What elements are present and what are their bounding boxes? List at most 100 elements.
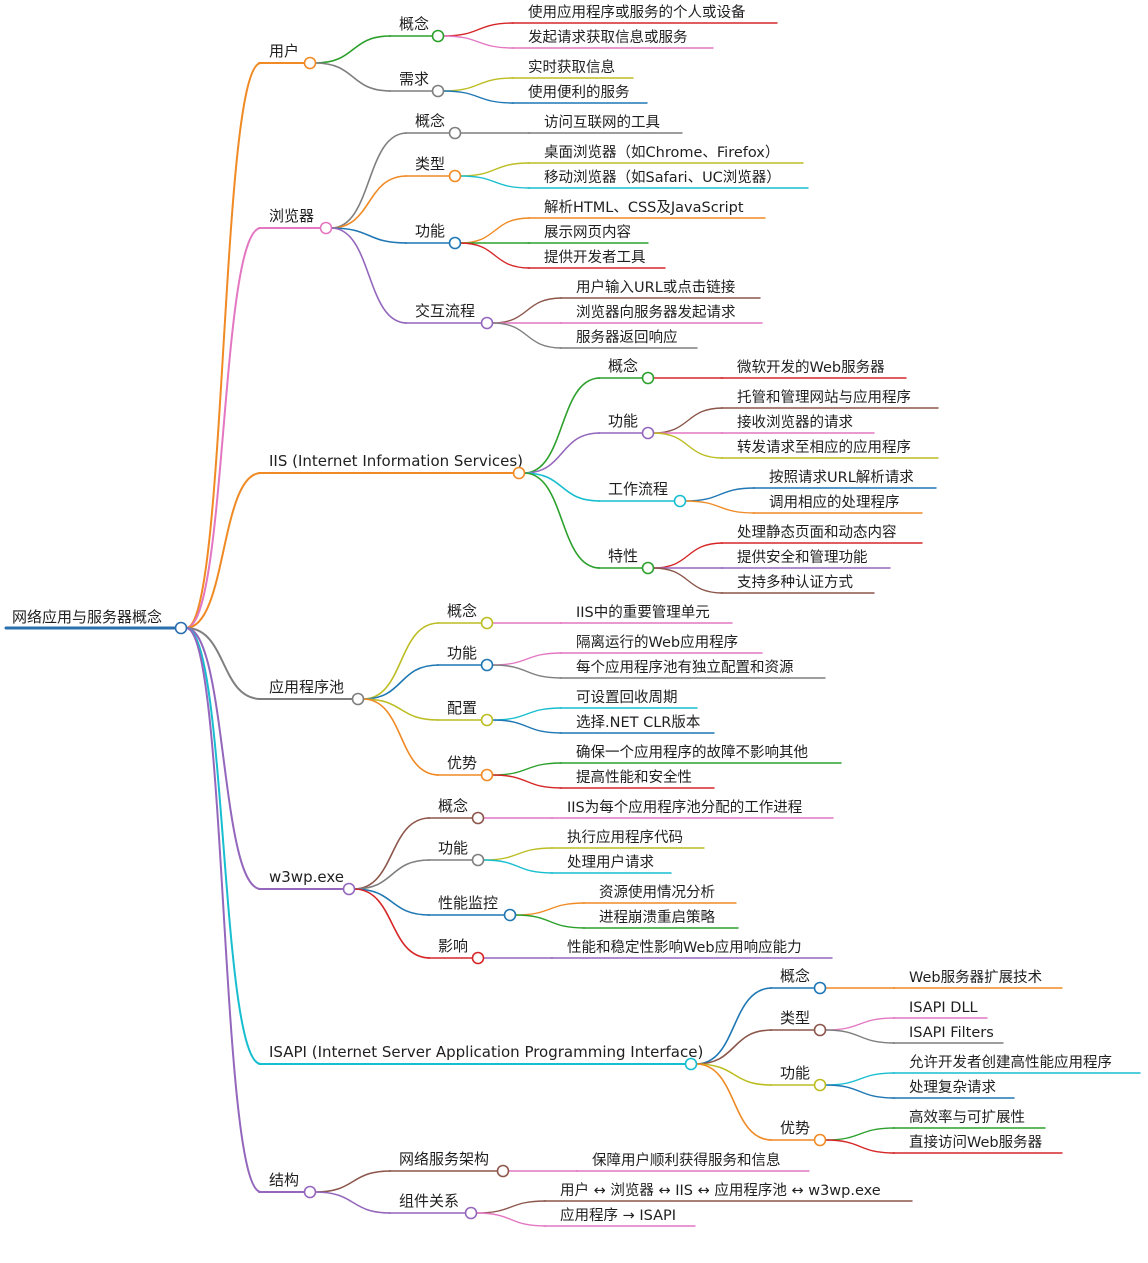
sub-branch-node-circle[interactable] (431, 29, 445, 43)
sub-branch-label: 概念 (399, 15, 429, 33)
leaf-label: 用户输入URL或点击链接 (576, 279, 735, 296)
branch-node-circle[interactable] (319, 221, 333, 235)
mindmap-node-circles (174, 29, 827, 1220)
sub-branch-node-circle[interactable] (813, 1078, 827, 1092)
sub-branch-node-circle[interactable] (503, 908, 517, 922)
sub-branch-node-circle[interactable] (496, 1164, 510, 1178)
branch-label: 用户 (269, 42, 299, 60)
leaf-edge (824, 1127, 896, 1141)
branch-node-circle[interactable] (684, 1057, 698, 1071)
leaf-edge (482, 859, 554, 874)
leaf-edge (652, 567, 724, 594)
sub-branch-label: 概念 (415, 112, 445, 130)
leaf-label: 浏览器向服务器发起请求 (576, 304, 736, 321)
sub-branch-node-circle[interactable] (813, 1023, 827, 1037)
sub-branch-edge (353, 817, 431, 890)
sub-branch-edge (330, 175, 408, 229)
branch-edge (185, 627, 262, 700)
branch-node-circle[interactable] (342, 882, 356, 896)
leaf-edge (491, 707, 563, 721)
sub-branch-node-circle[interactable] (431, 84, 445, 98)
sub-branch-node-circle[interactable] (641, 371, 655, 385)
sub-branch-label: 影响 (438, 937, 468, 955)
leaf-label: 发起请求获取信息或服务 (528, 29, 688, 46)
sub-branch-edge (353, 888, 431, 959)
sub-branch-edge (362, 698, 440, 776)
root-node-circle[interactable] (174, 621, 188, 635)
branch-node-circle[interactable] (303, 1185, 317, 1199)
sub-branch-node-circle[interactable] (480, 616, 494, 630)
leaf-edge (475, 1212, 547, 1227)
sub-branch-node-circle[interactable] (641, 426, 655, 440)
leaf-edge (824, 1084, 896, 1099)
leaf-edge (442, 77, 515, 92)
leaf-label: 使用便利的服务 (528, 84, 630, 101)
leaf-edge (442, 90, 515, 104)
leaf-label: IIS为每个应用程序池分配的工作进程 (567, 798, 802, 816)
sub-branch-label: 性能监控 (438, 894, 498, 912)
sub-branch-node-circle[interactable] (448, 236, 462, 250)
sub-branch-node-circle[interactable] (813, 981, 827, 995)
leaf-edge (514, 902, 586, 916)
sub-branch-node-circle[interactable] (480, 768, 494, 782)
sub-branch-node-circle[interactable] (480, 713, 494, 727)
leaf-label: 接收浏览器的请求 (737, 414, 853, 431)
sub-branch-node-circle[interactable] (813, 1133, 827, 1147)
sub-branch-node-circle[interactable] (448, 169, 462, 183)
sub-branch-label: 组件关系 (399, 1192, 459, 1210)
leaf-label: 进程崩溃重启策略 (599, 909, 715, 926)
sub-branch-label: 类型 (415, 155, 445, 173)
branch-node-circle[interactable] (351, 692, 365, 706)
leaf-label: 托管和管理网站与应用程序 (737, 388, 911, 406)
sub-branch-edge (523, 472, 601, 569)
sub-branch-edge (353, 888, 431, 916)
leaf-label: ISAPI Filters (909, 1025, 994, 1041)
leaf-label: 高效率与可扩展性 (909, 1109, 1025, 1126)
leaf-label: 桌面浏览器（如Chrome、Firefox） (544, 144, 779, 161)
sub-branch-edge (523, 472, 601, 502)
sub-branch-node-circle[interactable] (641, 561, 655, 575)
leaf-label: ISAPI DLL (909, 1000, 978, 1016)
leaf-label: 可设置回收周期 (576, 689, 678, 706)
sub-branch-edge (353, 859, 431, 890)
sub-branch-edge (330, 227, 408, 244)
sub-branch-node-circle[interactable] (471, 853, 485, 867)
sub-branch-label: 功能 (447, 644, 477, 662)
mindmap-labels: 网络应用与服务器概念用户概念使用应用程序或服务的个人或设备发起请求获取信息或服务… (12, 3, 1112, 1224)
sub-branch-node-circle[interactable] (480, 316, 494, 330)
leaf-edge (459, 217, 531, 244)
branch-label: 浏览器 (269, 207, 314, 225)
sub-branch-node-circle[interactable] (471, 811, 485, 825)
sub-branch-label: 交互流程 (415, 302, 475, 320)
leaf-edge (684, 487, 756, 502)
branch-node-circle[interactable] (303, 56, 317, 70)
sub-branch-edge (314, 1170, 392, 1193)
leaf-edge (824, 1029, 896, 1044)
leaf-edge (652, 542, 724, 569)
leaf-label: Web服务器扩展技术 (909, 969, 1042, 986)
sub-branch-node-circle[interactable] (471, 951, 485, 965)
leaf-label: 支持多种认证方式 (737, 574, 853, 591)
leaf-label: 确保一个应用程序的故障不影响其他 (576, 743, 808, 761)
sub-branch-label: 概念 (780, 967, 810, 985)
leaf-edge (459, 242, 531, 269)
sub-branch-node-circle[interactable] (673, 494, 687, 508)
leaf-label: 服务器返回响应 (576, 328, 678, 346)
leaf-edge (514, 914, 586, 929)
sub-branch-node-circle[interactable] (464, 1206, 478, 1220)
leaf-label: 移动浏览器（如Safari、UC浏览器） (544, 169, 781, 186)
sub-branch-label: 功能 (415, 222, 445, 240)
sub-branch-node-circle[interactable] (480, 658, 494, 672)
leaf-edge (491, 322, 563, 349)
sub-branch-edge (695, 1029, 773, 1065)
sub-branch-label: 概念 (438, 797, 468, 815)
leaf-edge (482, 847, 554, 861)
leaf-label: 按照请求URL解析请求 (769, 469, 914, 486)
sub-branch-node-circle[interactable] (448, 126, 462, 140)
leaf-edge (824, 1017, 896, 1031)
sub-branch-edge (330, 132, 408, 229)
branch-node-circle[interactable] (512, 466, 526, 480)
leaf-edge (824, 1072, 896, 1086)
leaf-label: 处理静态页面和动态内容 (737, 524, 897, 541)
sub-branch-edge (523, 377, 601, 474)
